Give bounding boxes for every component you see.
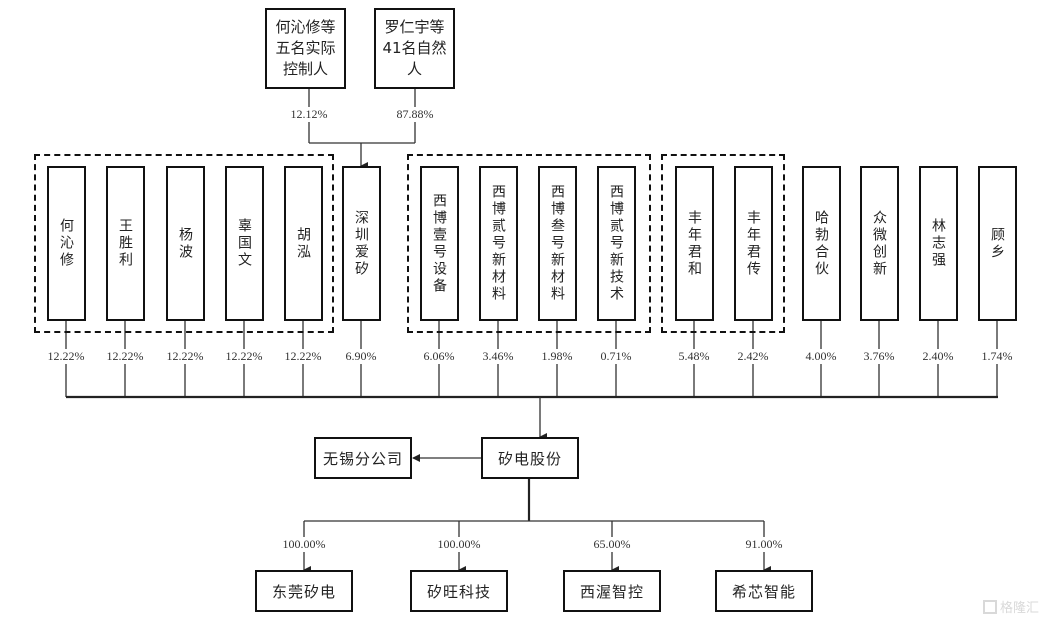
shareholder-box: 杨波 <box>165 166 205 321</box>
shareholder-name: 西博贰号新技术 <box>608 184 624 303</box>
shareholder-name: 丰年君传 <box>745 209 761 278</box>
shareholder-name: 西博贰号新材料 <box>490 184 506 303</box>
shareholder-name: 哈勃合伙 <box>813 209 829 278</box>
shareholder-box: 丰年君和 <box>674 166 714 321</box>
subsidiary-name: 西渥智控 <box>579 582 644 601</box>
branch-box: 无锡分公司 <box>314 437 412 479</box>
shareholder-box: 林志强 <box>918 166 958 321</box>
shareholder-percent: 3.76% <box>862 349 896 364</box>
shareholder-name: 西博壹号设备 <box>431 192 447 295</box>
subsidiary-name: 矽旺科技 <box>426 582 491 601</box>
shareholder-name: 辜国文 <box>236 218 252 269</box>
shareholder-name: 深圳爱矽 <box>353 209 369 278</box>
subsidiary-percent: 65.00% <box>592 537 632 552</box>
shareholder-box: 顾乡 <box>977 166 1017 321</box>
shareholder-name: 顾乡 <box>989 226 1005 261</box>
shareholder-percent: 12.22% <box>165 349 205 364</box>
group-xibo-platforms <box>407 154 651 333</box>
shareholder-name: 王胜利 <box>117 218 133 269</box>
shareholder-percent: 12.22% <box>46 349 86 364</box>
subsidiary-name: 东莞矽电 <box>271 582 336 601</box>
shareholder-box: 何沁修 <box>46 166 86 321</box>
company-box: 矽电股份 <box>481 437 579 479</box>
group-actual-controllers <box>34 154 334 333</box>
shareholder-box: 王胜利 <box>105 166 145 321</box>
subsidiary-box: 希芯智能 <box>715 570 813 612</box>
top-holder-2-percent: 87.88% <box>395 107 435 122</box>
shareholder-name: 林志强 <box>930 218 946 269</box>
shareholder-percent: 1.74% <box>980 349 1014 364</box>
shareholder-percent: 2.42% <box>736 349 770 364</box>
shareholder-box: 丰年君传 <box>733 166 773 321</box>
shareholder-box: 深圳爱矽 <box>341 166 381 321</box>
watermark: 格隆汇 <box>982 597 1039 616</box>
branch-name: 无锡分公司 <box>322 449 403 468</box>
shareholder-percent: 2.40% <box>921 349 955 364</box>
top-holder-name: 罗仁宇等41名自然人 <box>382 18 447 78</box>
shareholder-box: 西博贰号新材料 <box>478 166 518 321</box>
shareholder-percent: 5.48% <box>677 349 711 364</box>
watermark-text: 格隆汇 <box>999 601 1039 616</box>
subsidiary-percent: 100.00% <box>281 537 327 552</box>
shareholder-box: 西博叁号新材料 <box>537 166 577 321</box>
subsidiary-percent: 100.00% <box>436 537 482 552</box>
top-holder-1-percent: 12.12% <box>289 107 329 122</box>
shareholder-box: 西博贰号新技术 <box>596 166 636 321</box>
top-holder-actual-controllers: 何沁修等五名实际控制人 <box>265 8 346 89</box>
top-holder-name: 何沁修等五名实际控制人 <box>275 18 336 78</box>
shareholder-name: 何沁修 <box>58 218 74 269</box>
shareholder-percent: 12.22% <box>224 349 264 364</box>
shareholder-box: 西博壹号设备 <box>419 166 459 321</box>
shareholder-name: 丰年君和 <box>686 209 702 278</box>
shareholder-percent: 12.22% <box>105 349 145 364</box>
shareholder-name: 杨波 <box>177 226 193 261</box>
shareholder-percent: 0.71% <box>599 349 633 364</box>
subsidiary-box: 东莞矽电 <box>255 570 353 612</box>
company-name: 矽电股份 <box>497 449 562 468</box>
shareholder-box: 辜国文 <box>224 166 264 321</box>
shareholder-name: 众微创新 <box>871 209 887 278</box>
shareholder-name: 西博叁号新材料 <box>549 184 565 303</box>
shareholder-percent: 6.90% <box>344 349 378 364</box>
gelonghui-logo-icon <box>982 599 997 614</box>
top-holder-natural-persons: 罗仁宇等41名自然人 <box>374 8 455 89</box>
shareholder-box: 胡泓 <box>283 166 323 321</box>
shareholder-percent: 6.06% <box>422 349 456 364</box>
shareholder-percent: 3.46% <box>481 349 515 364</box>
subsidiary-box: 西渥智控 <box>563 570 661 612</box>
shareholder-box: 众微创新 <box>859 166 899 321</box>
subsidiary-percent: 91.00% <box>744 537 784 552</box>
shareholder-percent: 4.00% <box>804 349 838 364</box>
shareholder-box: 哈勃合伙 <box>801 166 841 321</box>
shareholder-percent: 1.98% <box>540 349 574 364</box>
subsidiary-box: 矽旺科技 <box>410 570 508 612</box>
group-fengnian <box>661 154 785 333</box>
subsidiary-name: 希芯智能 <box>731 582 796 601</box>
shareholder-name: 胡泓 <box>295 226 311 261</box>
shareholder-percent: 12.22% <box>283 349 323 364</box>
